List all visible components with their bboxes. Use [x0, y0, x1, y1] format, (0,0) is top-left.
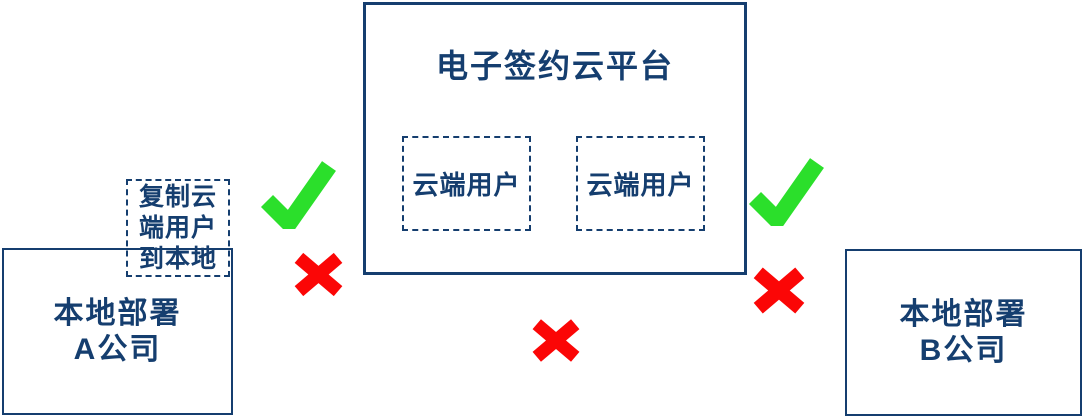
copy-note-line-3: 到本地	[138, 244, 217, 273]
checkmark-left-icon	[258, 159, 338, 229]
company-b-name-label: B公司	[919, 333, 1008, 367]
cross-left-icon	[292, 252, 345, 297]
cross-middle-icon	[531, 317, 581, 364]
checkmark-right-icon	[746, 156, 826, 226]
company-a-deploy-label: 本地部署	[53, 296, 182, 330]
cloud-user-box-2: 云端用户	[576, 136, 705, 231]
cross-right-icon	[752, 266, 806, 315]
company-b-deploy-label: 本地部署	[899, 297, 1028, 331]
cloud-user-label-1: 云端用户	[412, 170, 521, 200]
cloud-user-label-2: 云端用户	[586, 170, 695, 200]
copy-note-line-1: 复制云	[138, 182, 217, 211]
company-a-name-label: A公司	[73, 332, 162, 366]
copy-cloud-user-note-box: 复制云 端用户 到本地	[126, 179, 230, 277]
cloud-platform-title: 电子签约云平台	[435, 48, 674, 84]
company-b-box: 本地部署 B公司	[845, 249, 1082, 416]
company-a-box: 本地部署 A公司	[2, 248, 233, 415]
copy-note-line-2: 端用户	[138, 213, 217, 242]
cloud-platform-box: 电子签约云平台 云端用户 云端用户	[363, 2, 747, 275]
cloud-user-box-1: 云端用户	[402, 136, 531, 231]
